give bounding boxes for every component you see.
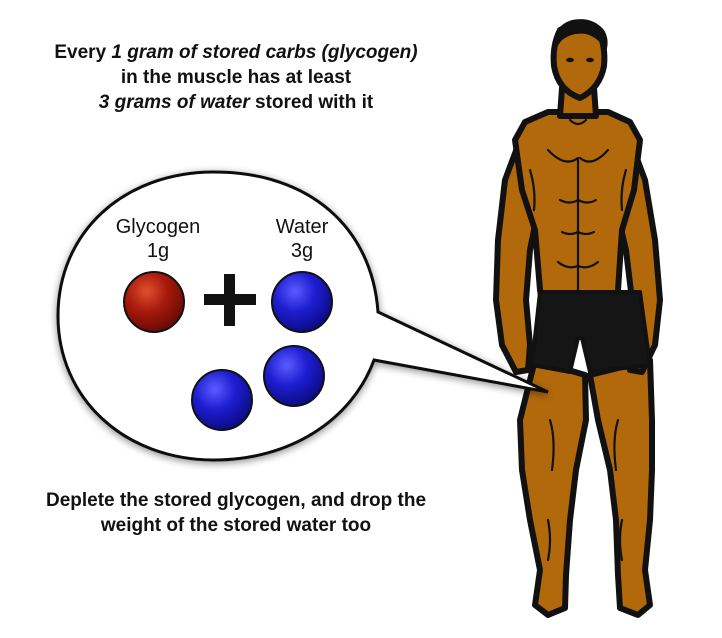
water-label: Water 3g [252,215,352,263]
water-molecule-icon [263,345,325,407]
shorts [530,290,652,374]
glycogen-label-amount: 1g [146,240,170,262]
plus-icon [204,274,256,326]
top-caption-line-1: Every 1 gram of stored carbs (glycogen) [54,42,418,63]
bottom-caption: Deplete the stored glycogen, and drop th… [10,488,462,538]
glycogen-molecule-icon [123,271,185,333]
glycogen-label-name: Glycogen [115,216,201,238]
right-leg [587,357,655,618]
bottom-caption-line-1: Deplete the stored glycogen, and drop th… [45,490,427,511]
hair [555,19,608,52]
left-leg [517,357,589,618]
top-caption: Every 1 gram of stored carbs (glycogen) … [10,40,462,115]
bottom-caption-line-2: weight of the stored water too [100,515,372,536]
water-label-name: Water [275,216,329,238]
water-molecule-icon [271,271,333,333]
glycogen-label: Glycogen 1g [100,215,216,263]
top-caption-line-2: in the muscle has at least [120,67,352,88]
water-molecule-icon [191,369,253,431]
human-figure-icon [493,19,663,618]
top-caption-line-3: 3 grams of water stored with it [98,92,374,113]
water-label-amount: 3g [290,240,314,262]
